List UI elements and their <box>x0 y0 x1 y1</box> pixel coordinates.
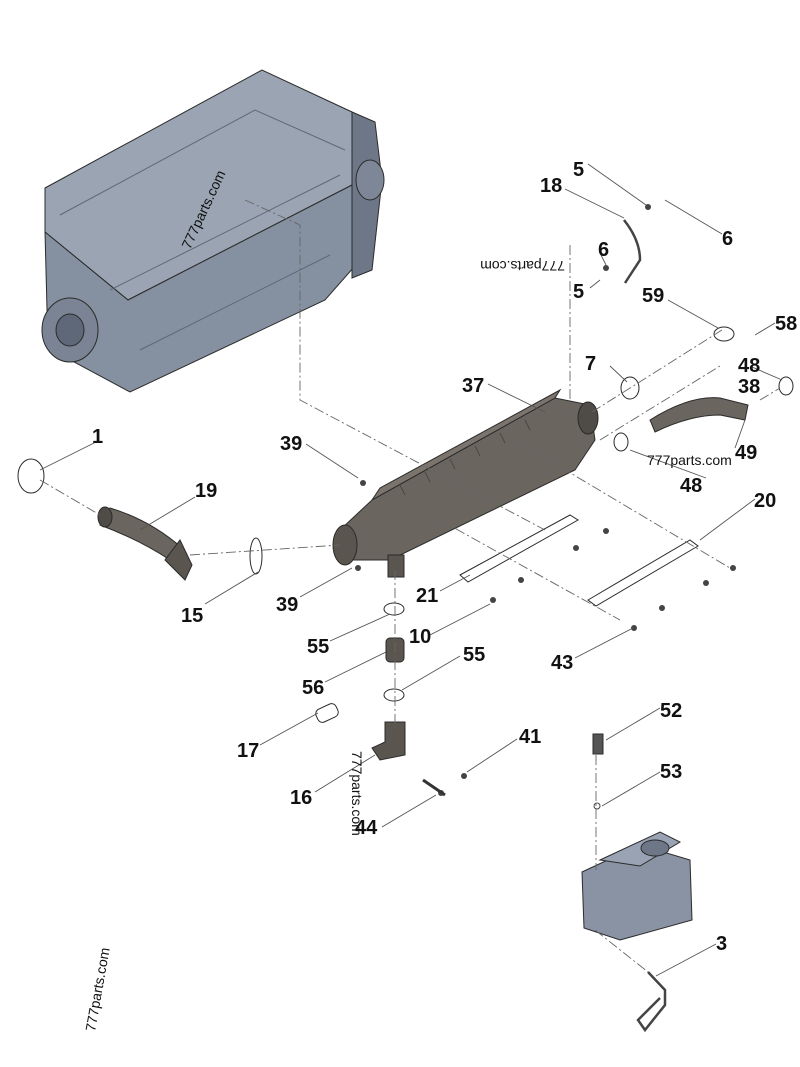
fuel-line-3 <box>636 971 667 1033</box>
inlet-tube <box>97 506 193 581</box>
elbow-16 <box>371 721 406 761</box>
seal-17 <box>315 703 339 723</box>
callout-55: 55 <box>463 644 485 666</box>
callout-49: 49 <box>735 442 757 464</box>
callout-1: 1 <box>92 426 103 448</box>
callout-17: 17 <box>237 740 259 762</box>
gasket-15 <box>249 537 263 575</box>
clamp-ring <box>17 458 45 494</box>
cooler-bottom-outlet <box>387 554 405 578</box>
callout-16: 16 <box>290 787 312 809</box>
callout-37: 37 <box>462 375 484 397</box>
callout-55: 55 <box>307 636 329 658</box>
watermark: 777parts.com <box>647 452 732 468</box>
callout-39: 39 <box>280 433 302 455</box>
gasket-20 <box>587 539 699 607</box>
leader-lines <box>39 163 783 977</box>
callout-41: 41 <box>519 726 541 748</box>
bolts <box>355 480 736 796</box>
callout-58: 58 <box>775 313 797 335</box>
callout-44: 44 <box>355 817 378 839</box>
callout-5: 5 <box>573 159 584 181</box>
dash-lines <box>39 199 781 973</box>
cooler-outlet-fitting <box>577 401 599 435</box>
callout-21: 21 <box>416 585 438 607</box>
callout-48: 48 <box>738 355 760 377</box>
o-ring-38 <box>778 376 794 396</box>
callout-43: 43 <box>551 652 573 674</box>
callout-5: 5 <box>573 281 584 303</box>
fuel-line-18 <box>623 219 642 284</box>
clamp-59 <box>713 326 735 342</box>
cooler-inlet-flange <box>332 524 358 566</box>
engine-block <box>41 69 385 393</box>
callout-48: 48 <box>680 475 702 497</box>
sensor-52 <box>592 733 604 755</box>
callout-59: 59 <box>642 285 664 307</box>
egr-cooler <box>332 388 599 578</box>
callout-38: 38 <box>738 376 760 398</box>
hose-49 <box>649 397 749 433</box>
callouts: 1 3 5 5 6 6 7 10 15 16 17 18 19 20 21 37… <box>92 159 797 955</box>
o-ring-55-lower <box>383 688 405 702</box>
callout-7: 7 <box>585 353 596 375</box>
callout-19: 19 <box>195 480 217 502</box>
callout-20: 20 <box>754 490 776 512</box>
rear-boss <box>355 159 385 201</box>
callout-39: 39 <box>276 594 298 616</box>
o-ring-55-upper <box>383 602 405 616</box>
watermark: 777parts.com <box>349 751 365 836</box>
callout-52: 52 <box>660 700 682 722</box>
washer-53 <box>593 802 601 810</box>
callout-10: 10 <box>409 626 431 648</box>
callout-3: 3 <box>716 933 727 955</box>
watermark: 777parts.com <box>82 946 112 1032</box>
callout-53: 53 <box>660 761 682 783</box>
callout-18: 18 <box>540 175 562 197</box>
gasket-21 <box>459 514 579 583</box>
fuel-pump <box>581 831 693 941</box>
callout-6: 6 <box>722 228 733 250</box>
o-ring-7 <box>620 376 640 400</box>
callout-56: 56 <box>302 677 324 699</box>
bolt-44 <box>422 778 446 797</box>
callout-6: 6 <box>598 239 609 261</box>
o-ring-48 <box>613 432 629 452</box>
watermark: 777parts.com <box>480 258 565 274</box>
callout-15: 15 <box>181 605 203 627</box>
